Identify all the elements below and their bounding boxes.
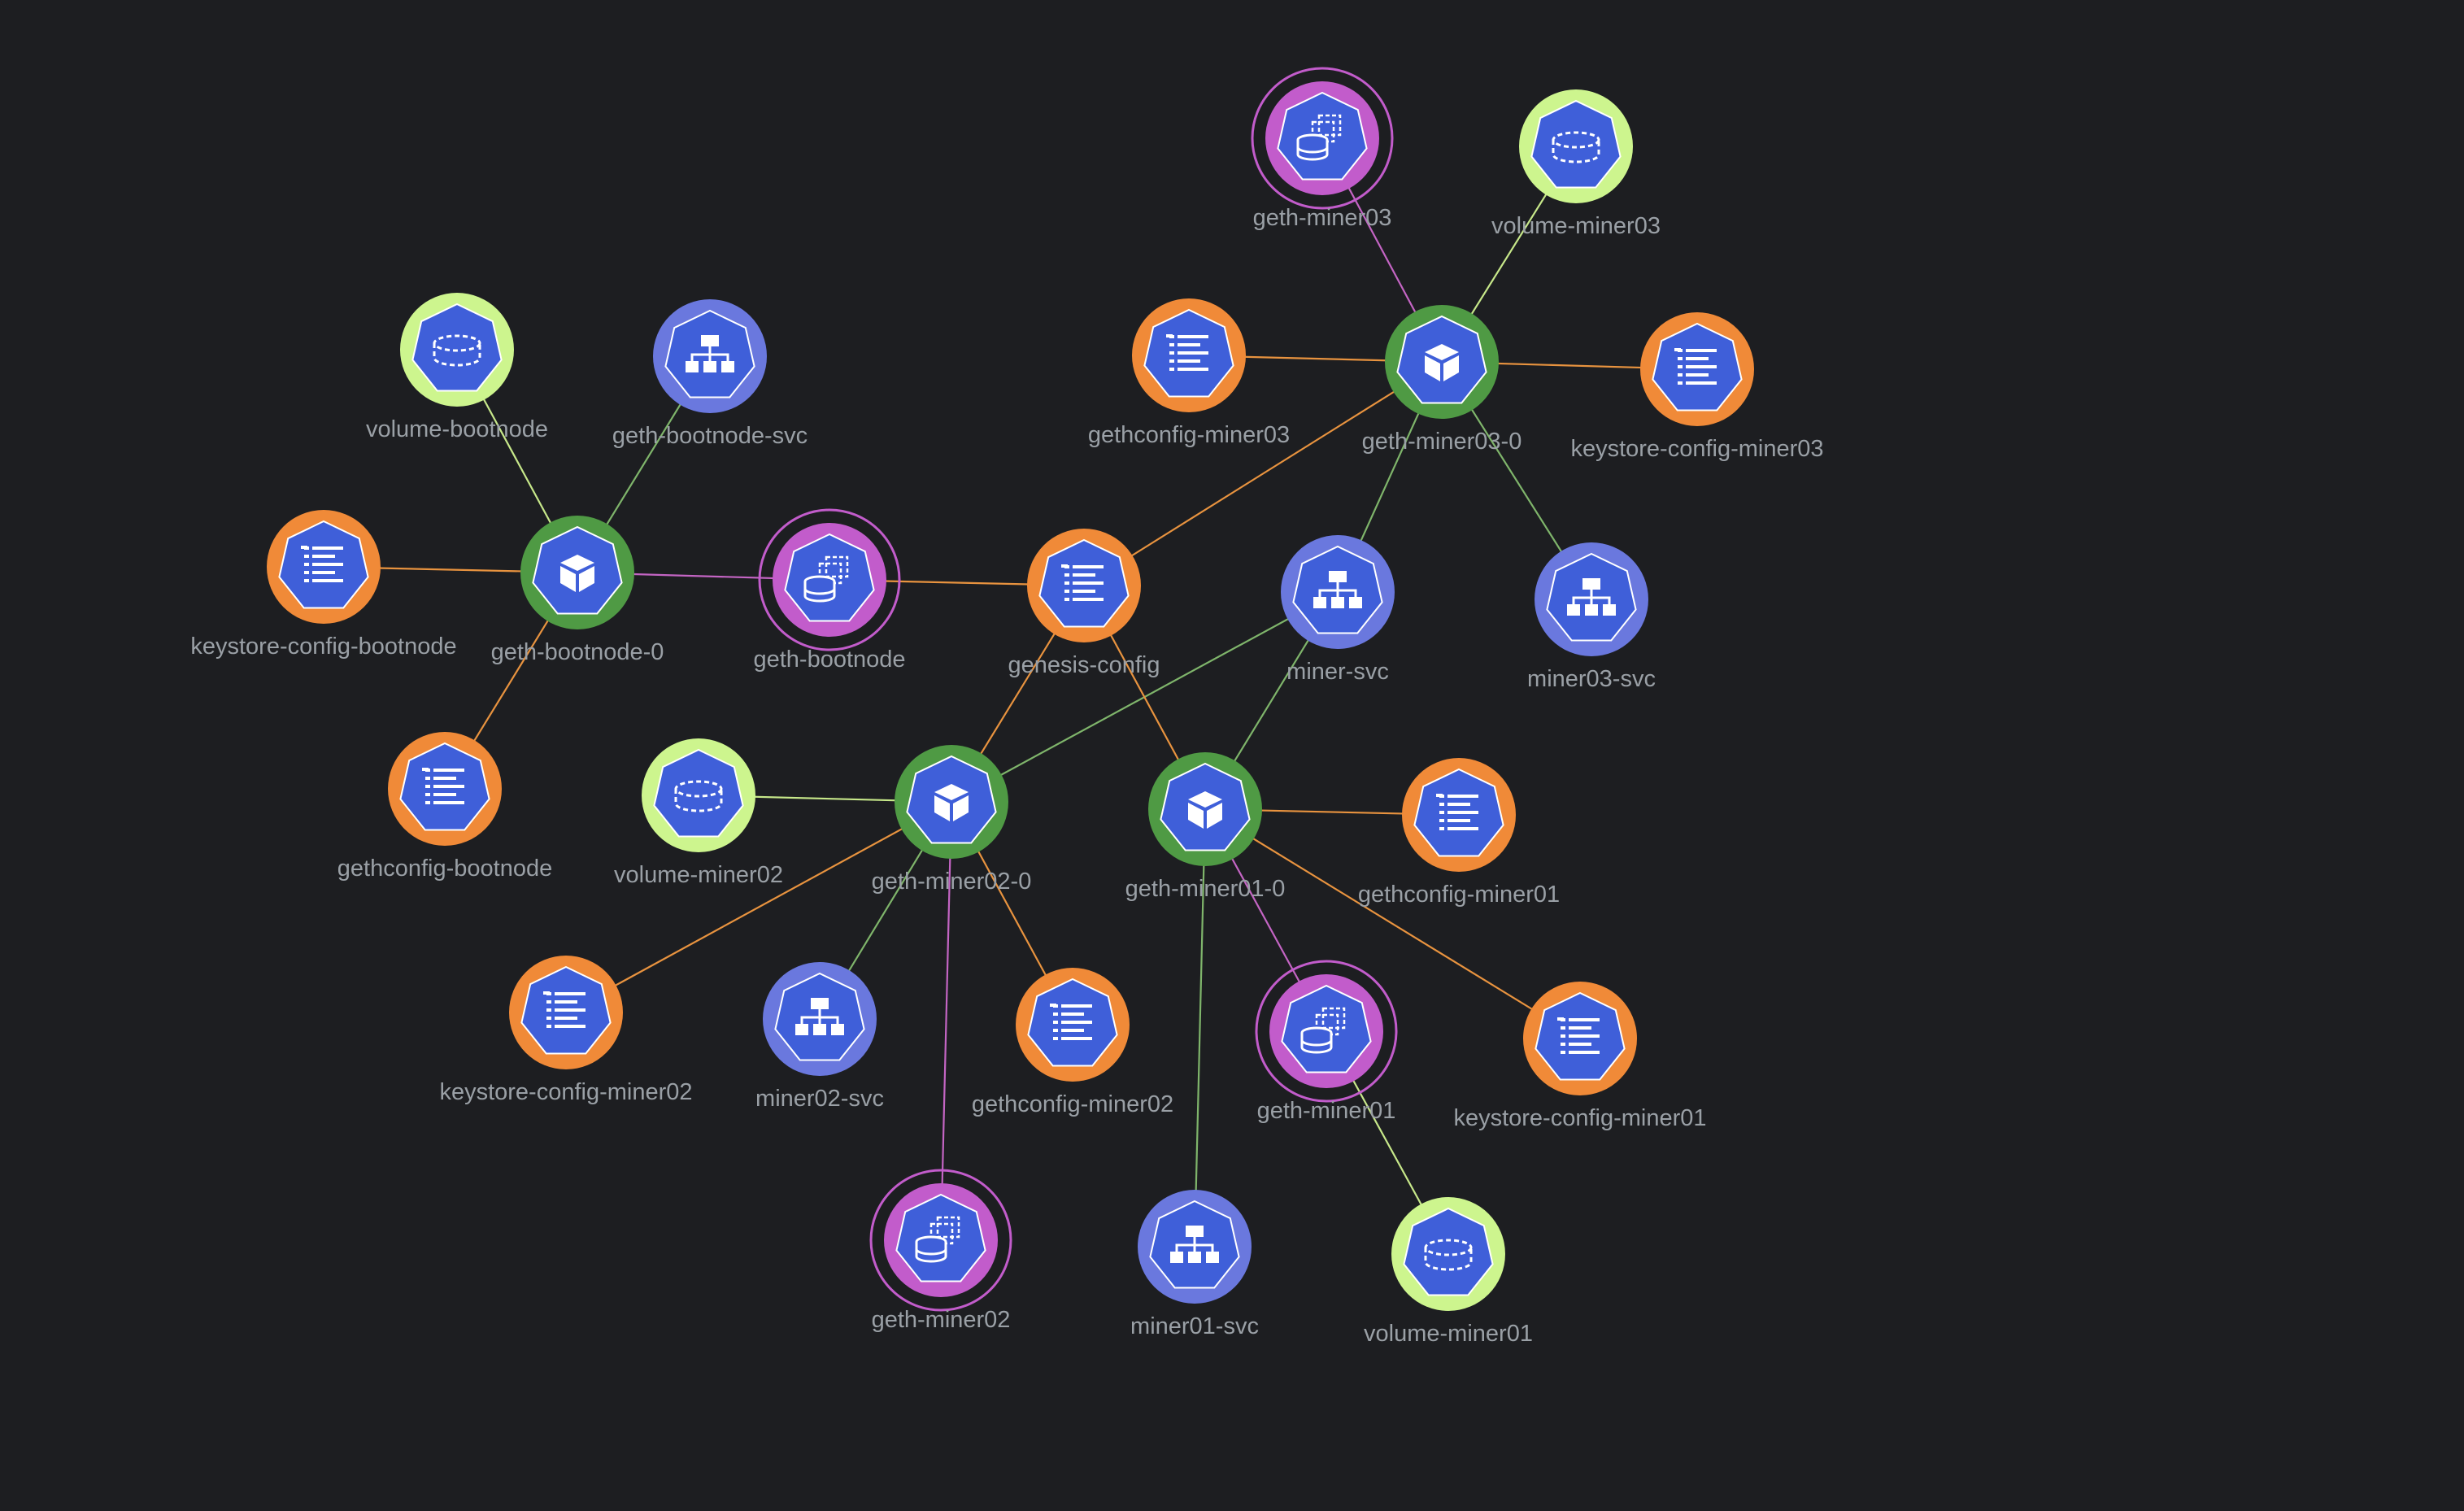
node-gethconfig-miner03[interactable]: gethconfig-miner03 bbox=[1088, 298, 1290, 448]
node-label: keystore-config-bootnode bbox=[190, 634, 456, 660]
node-label: keystore-config-miner02 bbox=[439, 1079, 692, 1105]
node-genesis-config[interactable]: genesis-config bbox=[1008, 529, 1160, 678]
configmap-icon bbox=[1674, 348, 1717, 385]
node-geth-miner03-0[interactable]: geth-miner03-0 bbox=[1362, 305, 1522, 455]
service-icon bbox=[1313, 571, 1362, 608]
node-geth-miner02-0[interactable]: geth-miner02-0 bbox=[872, 745, 1032, 895]
node-volume-bootnode[interactable]: volume-bootnode bbox=[366, 293, 548, 442]
edge-geth-miner01-0--miner01-svc bbox=[1193, 808, 1207, 1248]
node-label: geth-miner03-0 bbox=[1362, 429, 1522, 455]
volume-icon bbox=[1552, 131, 1600, 163]
node-badge bbox=[1403, 1207, 1494, 1296]
volume-icon bbox=[674, 780, 723, 812]
edge-geth-miner03-0--genesis-config bbox=[1083, 361, 1443, 586]
service-icon bbox=[795, 998, 844, 1035]
node-geth-miner01-0[interactable]: geth-miner01-0 bbox=[1125, 752, 1286, 902]
node-geth-bootnode-svc[interactable]: geth-bootnode-svc bbox=[612, 299, 808, 449]
pod-icon bbox=[560, 555, 594, 592]
node-label: geth-bootnode-svc bbox=[612, 423, 808, 449]
configmap-icon bbox=[1061, 564, 1104, 601]
configmap-icon bbox=[1166, 334, 1208, 371]
node-gethconfig-miner02[interactable]: gethconfig-miner02 bbox=[972, 968, 1173, 1117]
node-gethconfig-miner01[interactable]: gethconfig-miner01 bbox=[1358, 758, 1560, 908]
node-label: geth-miner02-0 bbox=[872, 869, 1032, 895]
service-icon bbox=[1170, 1226, 1219, 1263]
edge-geth-miner02-0--geth-miner02 bbox=[939, 801, 953, 1241]
configmap-icon bbox=[301, 546, 343, 582]
node-label: keystore-config-miner01 bbox=[1453, 1105, 1706, 1131]
statefulset-icon bbox=[915, 1216, 960, 1263]
edge-geth-miner01-0--keystore-config-miner01 bbox=[1204, 808, 1581, 1039]
node-miner-svc[interactable]: miner-svc bbox=[1281, 535, 1395, 685]
node-geth-bootnode[interactable]: geth-bootnode bbox=[753, 508, 906, 673]
node-badge bbox=[653, 748, 744, 838]
node-geth-miner02[interactable]: geth-miner02 bbox=[869, 1169, 1012, 1333]
edge-geth-miner02-0--keystore-config-miner02 bbox=[565, 801, 952, 1013]
node-volume-miner01[interactable]: volume-miner01 bbox=[1364, 1197, 1533, 1347]
node-label: miner02-svc bbox=[755, 1086, 884, 1112]
node-label: geth-miner03 bbox=[1253, 205, 1392, 231]
node-keystore-config-miner03[interactable]: keystore-config-miner03 bbox=[1570, 312, 1824, 462]
node-miner01-svc[interactable]: miner01-svc bbox=[1130, 1190, 1259, 1339]
node-label: volume-miner01 bbox=[1364, 1321, 1533, 1347]
node-label: gethconfig-miner02 bbox=[972, 1091, 1173, 1117]
node-label: geth-miner01 bbox=[1257, 1098, 1396, 1124]
node-keystore-config-bootnode[interactable]: keystore-config-bootnode bbox=[190, 510, 457, 660]
node-label: volume-miner02 bbox=[614, 862, 783, 888]
statefulset-outer-ring bbox=[869, 1169, 1012, 1312]
node-label: geth-miner02 bbox=[872, 1307, 1011, 1333]
node-label: miner03-svc bbox=[1527, 666, 1656, 692]
node-label: keystore-config-miner03 bbox=[1570, 436, 1823, 462]
node-label: geth-bootnode bbox=[753, 647, 905, 673]
service-icon bbox=[1567, 578, 1616, 616]
statefulset-icon bbox=[1296, 114, 1342, 161]
statefulset-outer-ring bbox=[1251, 67, 1394, 210]
node-label: gethconfig-bootnode bbox=[337, 856, 552, 882]
node-label: volume-bootnode bbox=[366, 416, 548, 442]
node-label: geth-bootnode-0 bbox=[491, 639, 664, 665]
node-volume-miner03[interactable]: volume-miner03 bbox=[1491, 89, 1661, 239]
node-geth-miner03[interactable]: geth-miner03 bbox=[1251, 67, 1394, 231]
node-volume-miner02[interactable]: volume-miner02 bbox=[614, 738, 783, 888]
statefulset-outer-ring bbox=[758, 508, 901, 651]
node-label: gethconfig-miner03 bbox=[1088, 422, 1290, 448]
pod-icon bbox=[934, 784, 969, 821]
configmap-icon bbox=[1050, 1004, 1092, 1040]
configmap-icon bbox=[422, 768, 464, 804]
statefulset-icon bbox=[803, 555, 849, 603]
node-miner03-svc[interactable]: miner03-svc bbox=[1527, 542, 1656, 692]
configmap-icon bbox=[1436, 794, 1478, 830]
node-label: miner-svc bbox=[1286, 659, 1389, 685]
node-gethconfig-bootnode[interactable]: gethconfig-bootnode bbox=[337, 732, 552, 882]
node-label: genesis-config bbox=[1008, 652, 1160, 678]
volume-icon bbox=[433, 334, 481, 367]
statefulset-icon bbox=[1300, 1007, 1346, 1054]
volume-icon bbox=[1424, 1239, 1473, 1271]
node-badge bbox=[411, 303, 503, 392]
node-keystore-config-miner01[interactable]: keystore-config-miner01 bbox=[1453, 982, 1707, 1131]
node-geth-miner01[interactable]: geth-miner01 bbox=[1255, 960, 1398, 1124]
node-geth-bootnode-0[interactable]: geth-bootnode-0 bbox=[491, 516, 664, 665]
node-miner02-svc[interactable]: miner02-svc bbox=[755, 962, 884, 1112]
node-badge bbox=[1530, 99, 1622, 189]
pod-icon bbox=[1425, 344, 1459, 381]
service-icon bbox=[686, 335, 734, 372]
node-label: volume-miner03 bbox=[1491, 213, 1661, 239]
node-label: geth-miner01-0 bbox=[1125, 876, 1286, 902]
configmap-icon bbox=[1557, 1017, 1600, 1054]
node-label: miner01-svc bbox=[1130, 1313, 1259, 1339]
pod-icon bbox=[1188, 791, 1222, 829]
node-keystore-config-miner02[interactable]: keystore-config-miner02 bbox=[439, 956, 693, 1105]
statefulset-outer-ring bbox=[1255, 960, 1398, 1103]
node-label: gethconfig-miner01 bbox=[1358, 882, 1560, 908]
nodes-layer: geth-miner03 volume-miner03 gethconfig-min… bbox=[190, 67, 1824, 1347]
configmap-icon bbox=[543, 991, 586, 1028]
